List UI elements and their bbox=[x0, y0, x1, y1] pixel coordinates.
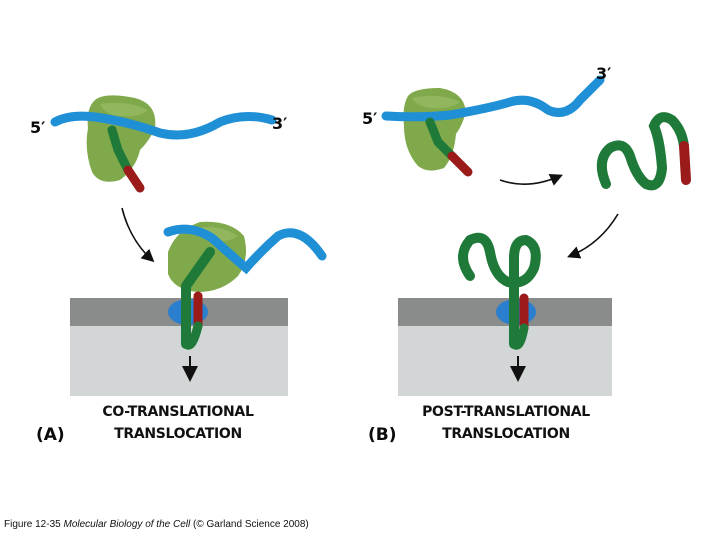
mrna-a-bottom bbox=[163, 224, 327, 275]
arrow-b-target bbox=[567, 213, 619, 259]
three-prime-label-a-top: 3′ bbox=[272, 114, 287, 133]
signal-sequence-b-top bbox=[447, 151, 473, 177]
ribosome-a-top bbox=[86, 95, 156, 182]
panel-a-letter: (A) bbox=[36, 425, 65, 445]
caption-book-title: Molecular Biology of the Cell bbox=[63, 519, 191, 530]
arrow-a-curved bbox=[121, 207, 155, 263]
panel-a: 5′ 3′ (A) CO-TRANSLATIONAL T bbox=[30, 95, 327, 445]
signal-sequence-b-free bbox=[679, 141, 691, 185]
polypeptide-a-top bbox=[107, 125, 133, 175]
panel-a-title-line2: TRANSLOCATION bbox=[114, 426, 242, 442]
panel-b-title-line2: TRANSLOCATION bbox=[442, 426, 570, 442]
lumen-a bbox=[70, 326, 288, 396]
panel-a-title-line1: CO-TRANSLATIONAL bbox=[102, 404, 254, 420]
polypeptide-a-bottom bbox=[181, 247, 215, 349]
polypeptide-b-top bbox=[425, 117, 457, 161]
released-protein-b bbox=[596, 112, 689, 191]
lumen-b bbox=[398, 326, 612, 396]
five-prime-label-a-top: 5′ bbox=[30, 118, 45, 137]
polypeptide-a-loop bbox=[181, 321, 203, 350]
arrow-b-release bbox=[499, 173, 563, 186]
caption-copyright: (© Garland Science 2008) bbox=[193, 519, 309, 530]
panel-b-title-line1: POST-TRANSLATIONAL bbox=[422, 404, 590, 420]
signal-sequence-a-top bbox=[123, 165, 145, 193]
three-prime-label-b: 3′ bbox=[596, 64, 611, 83]
mrna-b bbox=[381, 75, 605, 122]
panel-b: 5′ 3′ (B) POST-TRANSLATIONAL TRANSLOCATI… bbox=[362, 64, 691, 445]
polypeptide-b-loop bbox=[509, 323, 529, 350]
caption-figure-number: Figure 12-35 bbox=[4, 519, 61, 530]
five-prime-label-b: 5′ bbox=[362, 109, 377, 128]
mrna-a-top bbox=[50, 111, 277, 140]
figure-caption: Figure 12-35 Molecular Biology of the Ce… bbox=[4, 519, 309, 530]
panel-b-letter: (B) bbox=[368, 425, 397, 445]
polypeptide-b-bottom bbox=[458, 232, 541, 349]
